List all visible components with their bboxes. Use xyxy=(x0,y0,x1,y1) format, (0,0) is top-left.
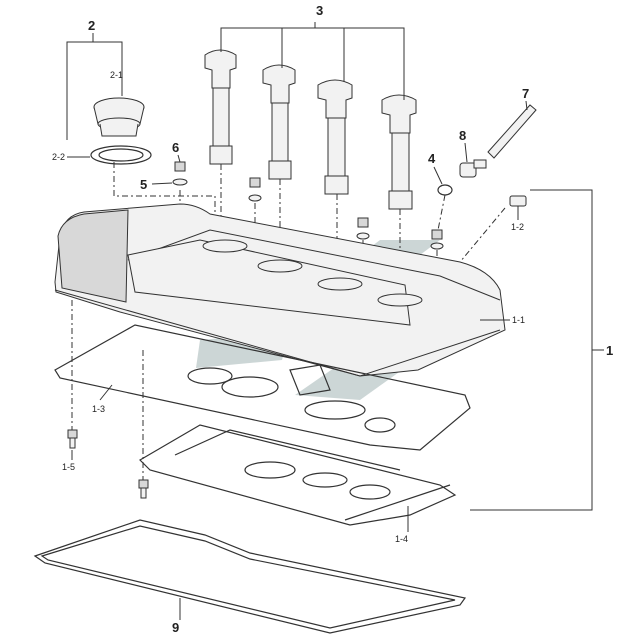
bolt-6 xyxy=(172,161,188,186)
callout-4: 4 xyxy=(428,151,436,166)
oil-filler-cap xyxy=(93,97,145,137)
callout-2-2: 2-2 xyxy=(52,152,65,162)
callout-1-3: 1-3 xyxy=(92,404,105,414)
callout-2-leader xyxy=(66,33,123,158)
callout-1: 1 xyxy=(606,343,613,358)
callout-1-5: 1-5 xyxy=(62,462,75,472)
callout-1-1: 1-1 xyxy=(512,315,525,325)
callout-1-2: 1-2 xyxy=(511,222,524,232)
bolt xyxy=(430,229,444,250)
pcv-hose-7 xyxy=(487,104,537,159)
callout-5: 5 xyxy=(140,177,147,192)
callout-7: 7 xyxy=(522,86,529,101)
ignition-coil xyxy=(381,94,417,210)
callout-9: 9 xyxy=(172,620,179,635)
bolt xyxy=(138,479,149,499)
callout-2-1: 2-1 xyxy=(110,70,123,80)
callout-1-4: 1-4 xyxy=(395,534,408,544)
callout-6: 6 xyxy=(172,140,179,155)
ignition-coil xyxy=(317,79,353,195)
pcv-valve-8 xyxy=(459,159,487,178)
ignition-coils xyxy=(204,49,417,210)
callout-1-leader xyxy=(470,189,604,511)
bolt-1-5 xyxy=(67,429,78,449)
callout-2: 2 xyxy=(88,18,95,33)
valve-cover-gasket xyxy=(54,324,471,451)
o-ring-4 xyxy=(437,184,453,196)
bolt xyxy=(248,177,262,202)
callout-8: 8 xyxy=(459,128,466,143)
baffle-plate xyxy=(139,424,457,526)
oil-filler-seal xyxy=(90,145,152,165)
callout-3-leader xyxy=(220,22,405,100)
valve-cover xyxy=(54,203,506,377)
breather-fitting-1-2 xyxy=(509,195,527,207)
bolt xyxy=(356,217,370,240)
ignition-coil xyxy=(204,49,237,165)
gasket-9 xyxy=(33,519,467,634)
callout-3: 3 xyxy=(316,3,323,18)
ignition-coil xyxy=(262,64,296,180)
